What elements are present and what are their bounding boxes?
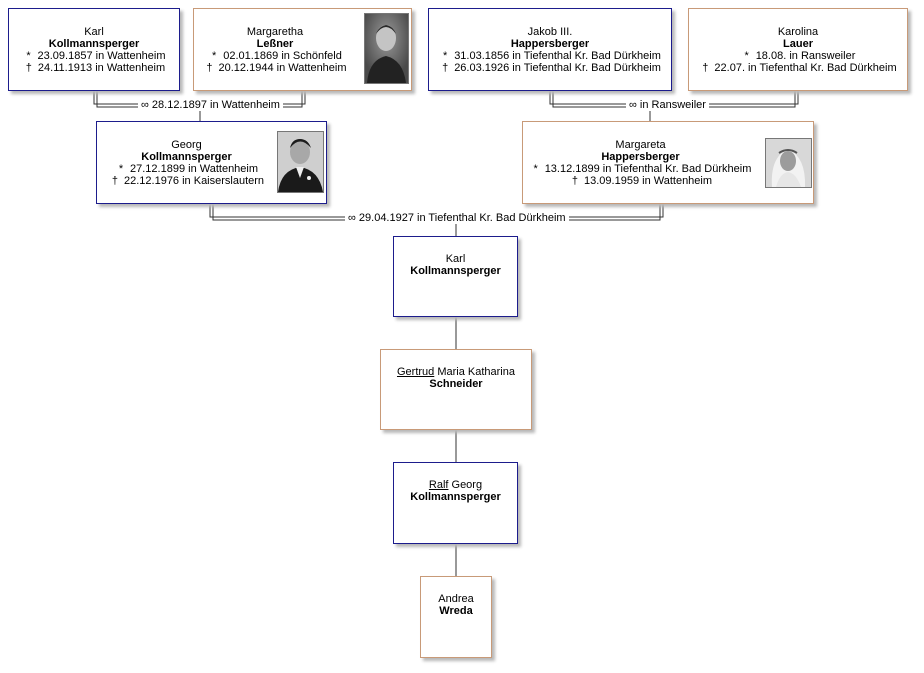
given-name: Ralf Georg (428, 479, 483, 491)
person-card-gertrud[interactable]: Gertrud Maria Katharina Schneider (380, 349, 532, 430)
portrait-photo (364, 13, 409, 84)
portrait-photo (277, 131, 324, 193)
surname: Kollmannsperger (48, 38, 140, 50)
birth-icon: * (442, 50, 448, 62)
person-card-margaretha-lessner[interactable]: Margaretha Leßner * 02.01.1869 in Schönf… (193, 8, 412, 91)
marriage-icon: ∞ (348, 212, 356, 224)
person-card-karl-sr[interactable]: Karl Kollmannsperger * 23.09.1857 in Wat… (8, 8, 180, 91)
portrait-photo (765, 138, 812, 188)
given-name: Jakob III. (527, 26, 573, 38)
call-name: Ralf (428, 479, 449, 491)
surname: Happersberger (510, 38, 590, 50)
birth-line: * 13.12.1899 in Tiefenthal Kr. Bad Dürkh… (523, 163, 758, 175)
marriage-label-left: ∞ 28.12.1897 in Wattenheim (138, 99, 283, 111)
death-line: † 22.12.1976 in Kaiserslautern (97, 175, 276, 187)
death-line: † 24.11.1913 in Wattenheim (9, 62, 179, 74)
given-name: Karolina (777, 26, 819, 38)
birth-line: * 27.12.1899 in Wattenheim (97, 163, 276, 175)
given-name: Gertrud Maria Katharina (396, 366, 515, 378)
death-icon: † (25, 62, 32, 74)
death-icon: † (206, 62, 213, 74)
birth-line: * 23.09.1857 in Wattenheim (9, 50, 179, 62)
birth-line: * 31.03.1856 in Tiefenthal Kr. Bad Dürkh… (429, 50, 671, 62)
person-card-karl[interactable]: Karl Kollmannsperger (393, 236, 518, 317)
death-line: † 22.07. in Tiefenthal Kr. Bad Dürkheim (689, 62, 907, 74)
death-icon: † (571, 175, 579, 187)
marriage-place: in Ransweiler (639, 99, 706, 111)
given-name: Georg (171, 139, 202, 151)
death-line: † 20.12.1944 in Wattenheim (194, 62, 356, 74)
marriage-date: 28.12.1897 in Wattenheim (151, 99, 280, 111)
given-name: Margaretha (246, 26, 304, 38)
given-name: Margareta (615, 139, 666, 151)
marriage-label-middle: ∞ 29.04.1927 in Tiefenthal Kr. Bad Dürkh… (345, 212, 569, 224)
surname: Kollmannsperger (141, 151, 232, 163)
birth-icon: * (744, 50, 749, 62)
marriage-icon: ∞ (141, 99, 149, 111)
death-icon: † (702, 62, 709, 74)
person-card-margareta-happersberger[interactable]: Margareta Happersberger * 13.12.1899 in … (522, 121, 814, 204)
death-line: † 26.03.1926 in Tiefenthal Kr. Bad Dürkh… (429, 62, 671, 74)
death-line: † 13.09.1959 in Wattenheim (523, 175, 758, 187)
surname: Happersberger (601, 151, 680, 163)
marriage-date: 29.04.1927 in Tiefenthal Kr. Bad Dürkhei… (358, 212, 566, 224)
surname: Lauer (783, 38, 813, 50)
surname: Kollmannsperger (410, 491, 501, 503)
death-icon: † (111, 175, 118, 187)
given-name: Andrea (438, 593, 474, 605)
marriage-icon: ∞ (629, 99, 637, 111)
birth-icon: * (533, 163, 538, 175)
surname: Leßner (256, 38, 294, 50)
birth-icon: * (118, 163, 124, 175)
given-name: Karl (84, 26, 104, 38)
person-card-ralf[interactable]: Ralf Georg Kollmannsperger (393, 462, 518, 544)
marriage-label-right: ∞ in Ransweiler (626, 99, 709, 111)
call-name: Gertrud (396, 366, 435, 378)
person-card-georg[interactable]: Georg Kollmannsperger * 27.12.1899 in Wa… (96, 121, 327, 204)
birth-icon: * (212, 50, 217, 62)
surname: Wreda (439, 605, 473, 617)
person-card-jakob[interactable]: Jakob III. Happersberger * 31.03.1856 in… (428, 8, 672, 91)
death-icon: † (442, 62, 449, 74)
person-card-andrea[interactable]: Andrea Wreda (420, 576, 492, 658)
person-card-karolina[interactable]: Karolina Lauer * 18.08. in Ransweiler † … (688, 8, 908, 91)
birth-line: * 18.08. in Ransweiler (689, 50, 907, 62)
given-name: Karl (445, 253, 466, 265)
birth-icon: * (26, 50, 31, 62)
surname: Schneider (429, 378, 483, 390)
surname: Kollmannsperger (410, 265, 501, 277)
birth-line: * 02.01.1869 in Schönfeld (194, 50, 356, 62)
